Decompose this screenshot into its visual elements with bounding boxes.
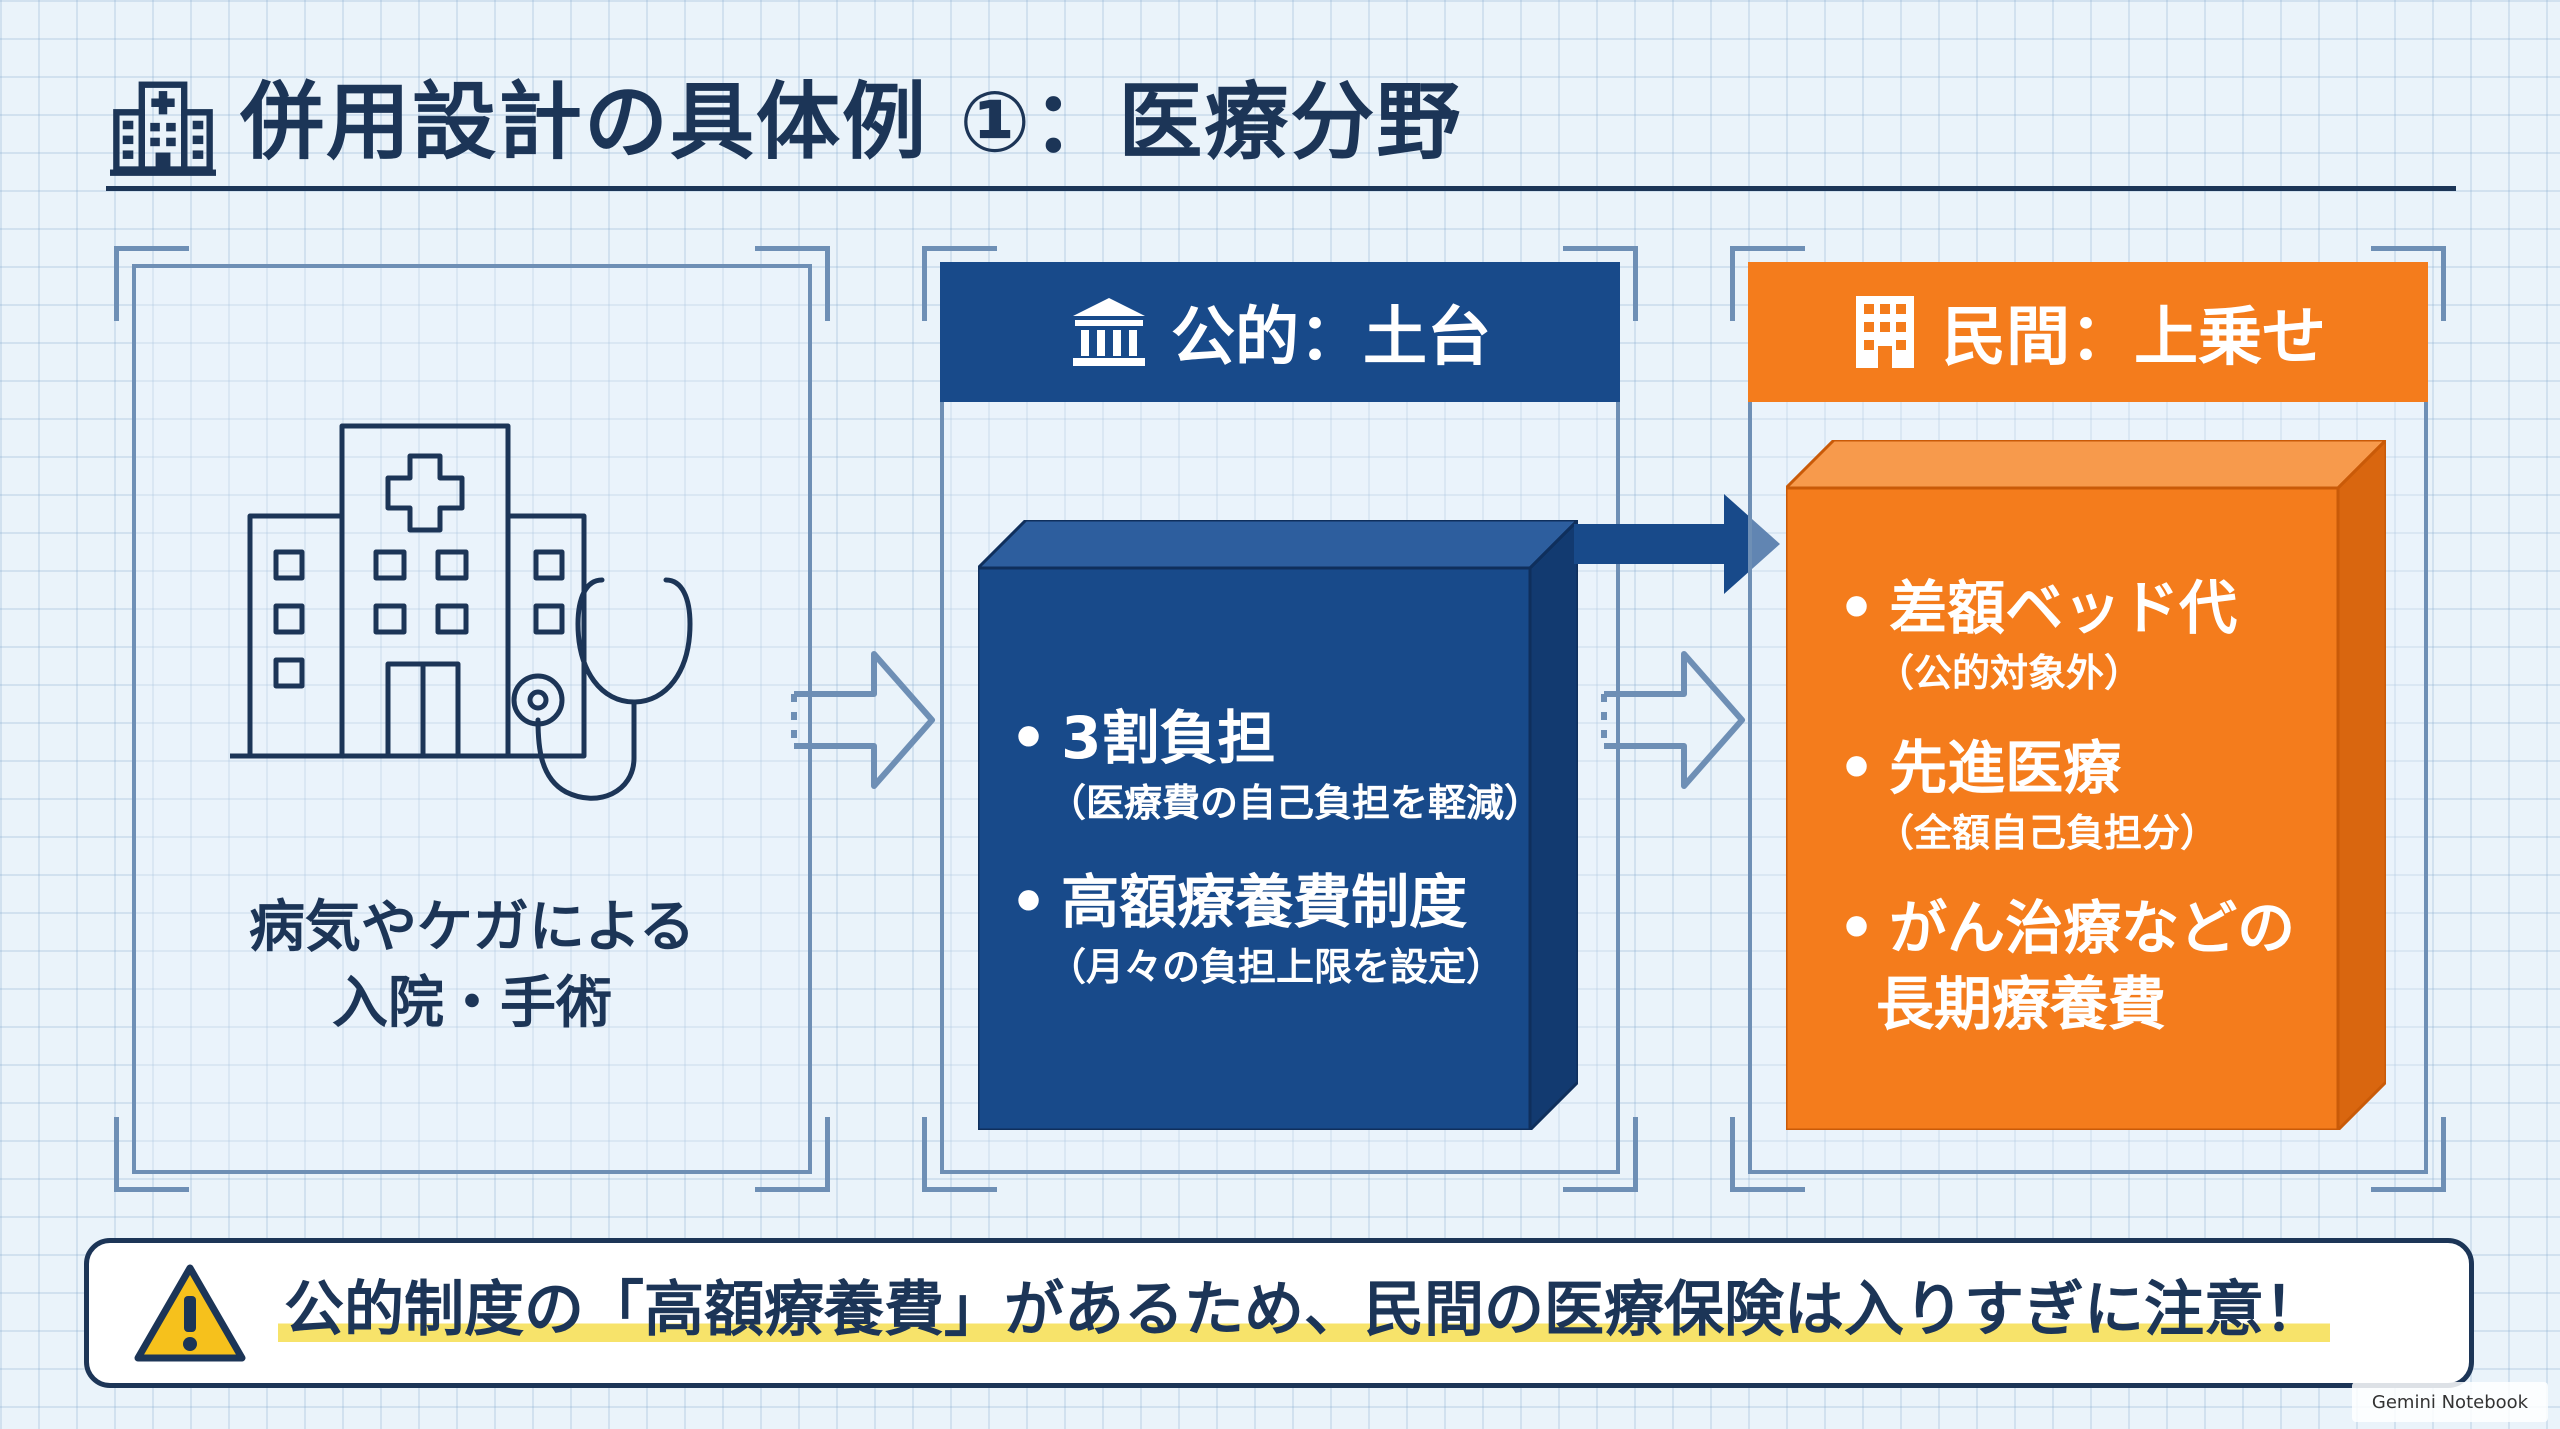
private-items: 差額ベッド代 （公的対象外） 先進医療 （全額自己負担分） がん治療などの 長期… bbox=[1838, 570, 2295, 1042]
private-item-label: がん治療などの bbox=[1838, 890, 2295, 966]
flow-arrow-left bbox=[791, 651, 935, 789]
caption-line-2: 入院・手術 bbox=[332, 971, 612, 1036]
scenario-panel bbox=[114, 246, 830, 1192]
public-header-label: 公的：土台 bbox=[1171, 301, 1491, 375]
public-items: 3割負担 （医療費の自己負担を軽減） 高額療養費制度 （月々の負担上限を設定） bbox=[1010, 700, 1542, 994]
private-item-note: （公的対象外） bbox=[1876, 651, 2143, 695]
private-header: 民間：上乗せ bbox=[1748, 262, 2428, 402]
public-item-note: （月々の負担上限を設定） bbox=[1048, 945, 1505, 989]
hospital-stethoscope-illustration bbox=[230, 423, 693, 801]
private-item-label: 先進医療 bbox=[1838, 730, 2295, 806]
institution-building-icon bbox=[1073, 298, 1145, 366]
title-divider bbox=[106, 186, 2456, 191]
private-item-note: 長期療養費 bbox=[1876, 970, 2167, 1038]
public-item-label: 高額療養費制度 bbox=[1010, 864, 1542, 940]
scenario-caption: 病気やケガによる 入院・手術 bbox=[132, 890, 812, 1042]
watermark: Gemini Notebook bbox=[2352, 1382, 2548, 1422]
private-item-label: 差額ベッド代 bbox=[1838, 570, 2295, 646]
office-building-icon bbox=[1856, 296, 1914, 368]
public-item-label: 3割負担 bbox=[1010, 700, 1542, 776]
warning-text: 公的制度の「高額療養費」があるため、民間の医療保険は入りすぎに注意！ bbox=[278, 1268, 2330, 1352]
hospital-building-icon bbox=[110, 81, 216, 176]
upgrade-arrow bbox=[1574, 494, 1780, 594]
caption-line-1: 病気やケガによる bbox=[248, 895, 696, 960]
private-header-label: 民間：上乗せ bbox=[1942, 301, 2326, 375]
public-foundation-block bbox=[978, 520, 1578, 1130]
public-header: 公的：土台 bbox=[940, 262, 1620, 402]
private-item-note: （全額自己負担分） bbox=[1876, 811, 2219, 855]
warning-triangle-icon bbox=[134, 1264, 246, 1362]
public-item-note: （医療費の自己負担を軽減） bbox=[1048, 781, 1543, 825]
page-title: 併用設計の具体例 ①：医療分野 bbox=[240, 73, 1463, 171]
flow-arrow-right bbox=[1601, 651, 1745, 789]
